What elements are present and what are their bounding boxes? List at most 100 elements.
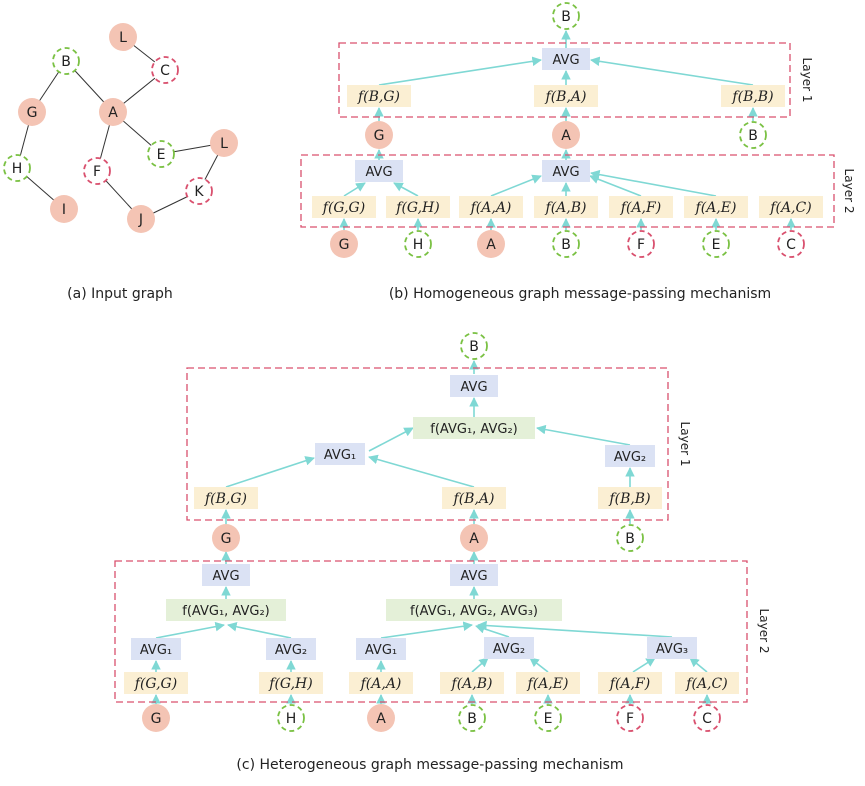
node-label: I [62, 202, 66, 218]
b-input-node: E [702, 230, 730, 258]
node-label: G [339, 237, 350, 253]
c-l1-avg1: AVG₁ [315, 443, 365, 465]
box-bg [647, 637, 697, 659]
message-arrow [590, 56, 754, 86]
node-label: A [486, 237, 496, 253]
box-label: AVG₂ [614, 450, 646, 465]
c-l1-avg2: AVG₂ [605, 445, 655, 467]
b-l1-func: f(B,G) [347, 85, 411, 107]
c-l2-func: f(A,F) [598, 672, 662, 694]
message-arrow [490, 174, 542, 197]
node-label: B [625, 531, 635, 547]
c-l2-a-avg1: AVG₁ [356, 638, 406, 660]
message-arrow [589, 174, 642, 197]
node-circle [212, 524, 240, 552]
box-label: f(A,A) [470, 200, 512, 216]
node-label: B [61, 54, 71, 70]
node-label: C [160, 63, 170, 79]
input-node-j: J [127, 205, 155, 233]
c-l2-func: f(A,B) [440, 672, 504, 694]
node-circle [460, 524, 488, 552]
message-arrow [225, 456, 315, 488]
node-label: L [119, 30, 127, 46]
node-label: F [626, 711, 634, 727]
input-node-b: B [52, 47, 80, 75]
node-label: A [561, 128, 571, 144]
c-l2-func: f(G,G) [124, 672, 188, 694]
node-circle [142, 704, 170, 732]
box-bg [609, 196, 673, 218]
c-mid-node: B [616, 524, 644, 552]
b-l2-avg-a: AVG [542, 160, 590, 182]
c-l2-g-avg2: AVG₂ [266, 638, 316, 660]
input-node-f: F [83, 157, 111, 185]
box-label: f(B,A) [545, 89, 587, 105]
box-label: f(B,G) [204, 491, 247, 507]
b-l2-func: f(A,B) [534, 196, 598, 218]
node-circle [3, 154, 31, 182]
message-arrow [632, 657, 656, 673]
message-arrow [590, 169, 717, 197]
box-bg [259, 672, 323, 694]
box-bg [315, 443, 365, 465]
input-node-g: G [18, 98, 46, 126]
box-bg [516, 672, 580, 694]
node-label: B [469, 339, 479, 355]
message-arrow [343, 182, 366, 197]
input-node-i: I [50, 195, 78, 223]
c-mid-node: A [460, 524, 488, 552]
node-label: E [157, 147, 166, 163]
box-bg [605, 445, 655, 467]
node-circle [18, 98, 46, 126]
node-circle [330, 230, 358, 258]
message-arrow [368, 454, 475, 488]
box-bg [356, 638, 406, 660]
b-l2-func: f(G,H) [386, 196, 450, 218]
b-l2-func: f(A,C) [759, 196, 823, 218]
node-circle [552, 121, 580, 149]
box-label: f(AVG₁, AVG₂, AVG₃) [410, 604, 538, 619]
node-circle [151, 56, 179, 84]
node-circle [460, 332, 488, 360]
box-label: AVG₁ [365, 643, 397, 658]
node-label: A [108, 105, 118, 121]
box-label: f(B,B) [608, 491, 650, 507]
node-label: E [544, 711, 553, 727]
node-circle [365, 121, 393, 149]
node-circle [109, 23, 137, 51]
message-arrow [536, 424, 631, 446]
panel-c-layer2-label: Layer 2 [757, 609, 771, 654]
box-label: f(A,B) [545, 200, 587, 216]
message-arrow [368, 427, 414, 452]
c-l2-comb-g: f(AVG₁, AVG₂) [166, 599, 286, 621]
message-arrow [155, 621, 225, 639]
node-label: G [374, 128, 385, 144]
node-label: C [786, 237, 796, 253]
message-arrow [380, 621, 473, 639]
c-input-node: E [534, 704, 562, 732]
node-label: G [27, 105, 38, 121]
c-l2-func: f(A,C) [675, 672, 739, 694]
node-circle [147, 140, 175, 168]
b-l2-func: f(A,E) [684, 196, 748, 218]
node-label: H [286, 711, 297, 727]
node-circle [367, 704, 395, 732]
b-target-node: B [552, 2, 580, 30]
b-l2-func: f(A,F) [609, 196, 673, 218]
box-bg [721, 85, 785, 107]
node-circle [702, 230, 730, 258]
c-l2-func: f(A,A) [349, 672, 413, 694]
box-label: AVG [552, 165, 579, 180]
box-label: AVG₂ [493, 642, 525, 657]
input-node-e: E [147, 140, 175, 168]
input-node-a: A [99, 98, 127, 126]
box-label: f(A,C) [685, 676, 727, 692]
message-arrow [477, 620, 673, 638]
c-input-node: B [458, 704, 486, 732]
node-label: A [376, 711, 386, 727]
box-label: f(AVG₁, AVG₂) [430, 422, 517, 437]
node-label: K [194, 184, 204, 200]
c-l2-func: f(G,H) [259, 672, 323, 694]
node-label: E [712, 237, 721, 253]
node-label: B [561, 237, 571, 253]
